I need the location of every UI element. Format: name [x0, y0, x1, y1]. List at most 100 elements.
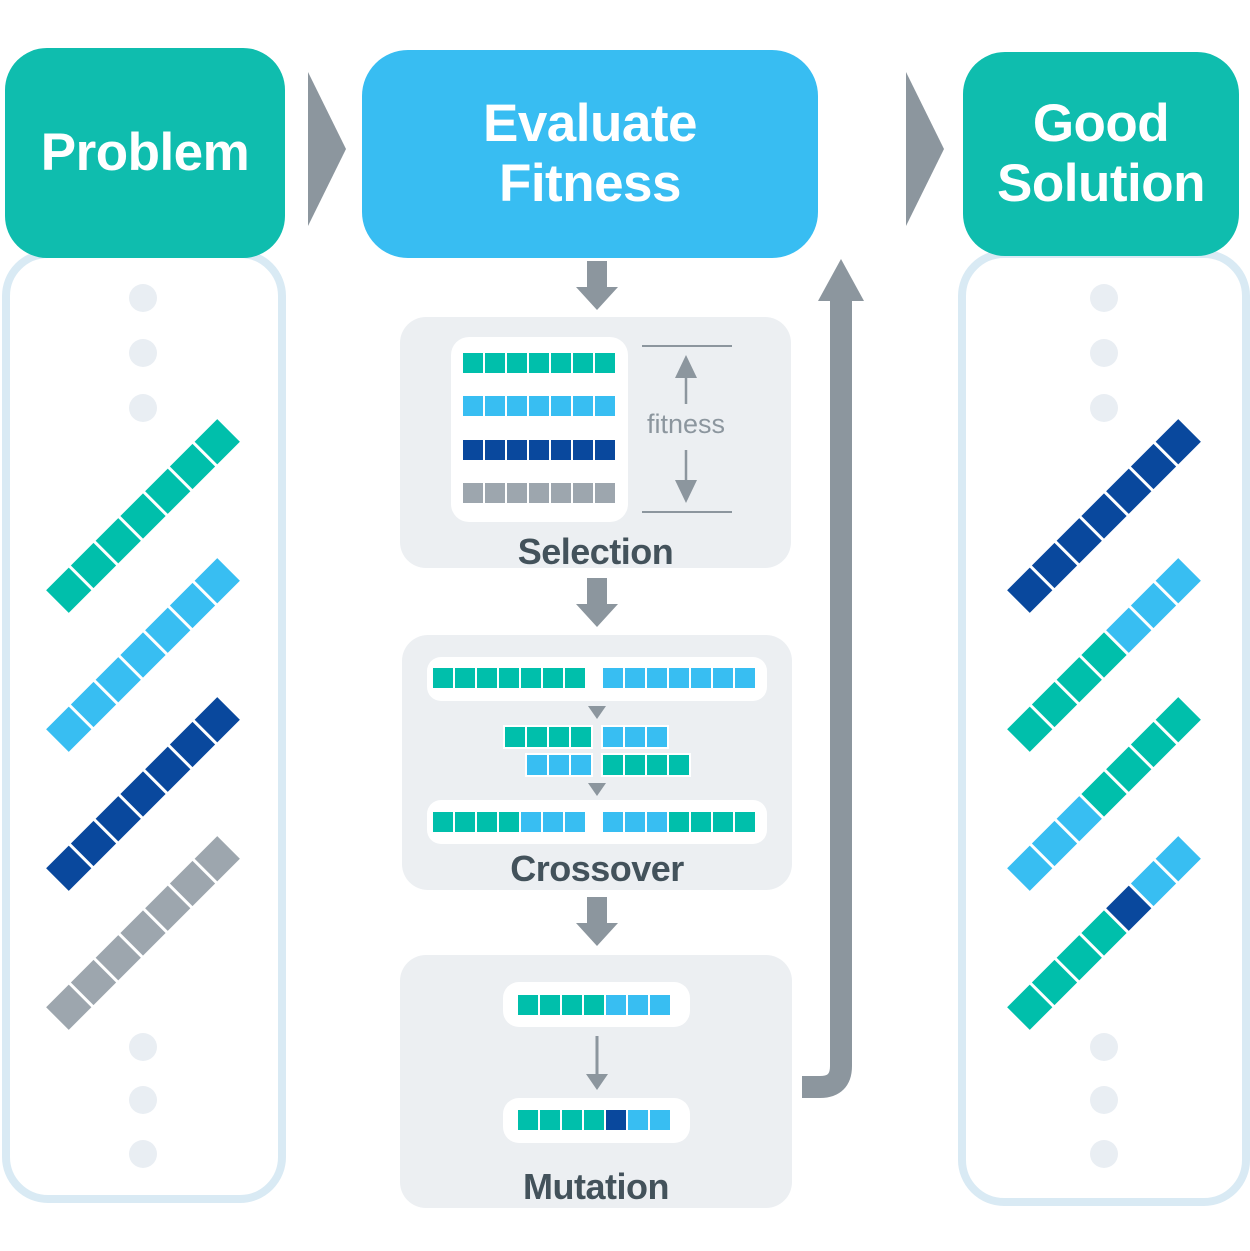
child-chromosome: [431, 810, 587, 834]
gene-square: [538, 993, 562, 1017]
gene-square: [623, 753, 647, 777]
gene-square: [527, 394, 551, 418]
loop-arrow-icon: [802, 259, 864, 1098]
gene-square: [648, 993, 672, 1017]
gene-square: [563, 810, 587, 834]
gene-square: [623, 725, 647, 749]
gene-square: [431, 666, 455, 690]
gene-square: [527, 438, 551, 462]
gene-square: [593, 394, 617, 418]
gene-square: [593, 481, 617, 505]
gene-square: [560, 1108, 584, 1132]
gene-square: [538, 1108, 562, 1132]
problem-header: Problem: [5, 48, 285, 258]
good-solution-title: Good Solution: [997, 94, 1205, 213]
gene-square: [519, 810, 543, 834]
mutation-label: Mutation: [523, 1166, 669, 1207]
gene-square: [601, 753, 625, 777]
gene-square: [483, 438, 507, 462]
gene-square: [505, 438, 529, 462]
gene-square: [519, 666, 543, 690]
gene-square: [645, 810, 669, 834]
gene-square: [645, 753, 669, 777]
evaluate-fitness-title: Evaluate Fitness: [482, 94, 698, 213]
gene-square: [461, 351, 485, 375]
ellipsis-dot: [129, 1140, 157, 1168]
gene-square: [505, 481, 529, 505]
gene-square: [505, 394, 529, 418]
gene-square: [461, 481, 485, 505]
gene-square: [541, 810, 565, 834]
gene-square: [593, 438, 617, 462]
gene-square: [623, 666, 647, 690]
chromosome-fragment: [601, 725, 669, 749]
gene-square: [711, 666, 735, 690]
gene-square: [569, 753, 593, 777]
gene-square: [516, 1108, 540, 1132]
gene-square: [689, 666, 713, 690]
ellipsis-dot: [1090, 1033, 1118, 1061]
gene-square: [497, 810, 521, 834]
gene-square: [582, 993, 606, 1017]
gene-square: [711, 810, 735, 834]
ellipsis-dot: [129, 1086, 157, 1114]
gene-square: [667, 753, 691, 777]
gene-square: [549, 438, 573, 462]
fitness-label: fitness: [646, 409, 726, 439]
pre-mutation-chromosome: [516, 993, 672, 1017]
crossover-label: Crossover: [510, 848, 684, 889]
gene-square: [525, 753, 549, 777]
ellipsis-dot: [1090, 1086, 1118, 1114]
ellipsis-dot: [1090, 284, 1118, 312]
gene-square: [475, 666, 499, 690]
parent-chromosome: [431, 666, 587, 690]
gene-square: [733, 666, 757, 690]
gene-square: [497, 666, 521, 690]
selection-label: Selection: [517, 531, 674, 572]
gene-square: [582, 1108, 606, 1132]
gene-square: [626, 1108, 650, 1132]
gene-square: [733, 810, 757, 834]
gene-square: [527, 481, 551, 505]
ellipsis-dot: [129, 394, 157, 422]
gene-square: [571, 351, 595, 375]
ellipsis-dot: [1090, 339, 1118, 367]
gene-square: [601, 725, 625, 749]
gene-square: [547, 753, 571, 777]
gene-square: [475, 810, 499, 834]
chromosome-fragment: [601, 753, 691, 777]
problem-title: Problem: [40, 123, 250, 183]
gene-square: [525, 725, 549, 749]
gene-square: [505, 351, 529, 375]
gene-square: [453, 666, 477, 690]
gene-square: [645, 725, 669, 749]
ellipsis-dot: [129, 1033, 157, 1061]
good-solution-header: Good Solution: [963, 52, 1239, 256]
gene-square: [541, 666, 565, 690]
gene-square: [601, 666, 625, 690]
gene-square: [689, 810, 713, 834]
population-row: [461, 481, 617, 505]
gene-square: [667, 810, 691, 834]
population-row: [461, 351, 617, 375]
gene-square: [516, 993, 540, 1017]
gene-square: [549, 351, 573, 375]
gene-square: [604, 1108, 628, 1132]
gene-square: [527, 351, 551, 375]
gene-square: [571, 438, 595, 462]
gene-square: [667, 666, 691, 690]
gene-square: [549, 481, 573, 505]
ellipsis-dot: [129, 284, 157, 312]
gene-square: [431, 810, 455, 834]
gene-square: [549, 394, 573, 418]
chromosome-fragment: [503, 725, 593, 749]
gene-square: [648, 1108, 672, 1132]
parent-chromosome: [601, 666, 757, 690]
gene-square: [604, 993, 628, 1017]
down-block-arrow-icon: [576, 261, 618, 310]
gene-square: [571, 481, 595, 505]
gene-square: [483, 481, 507, 505]
down-block-arrow-icon: [576, 897, 618, 946]
gene-square: [626, 993, 650, 1017]
child-chromosome: [601, 810, 757, 834]
